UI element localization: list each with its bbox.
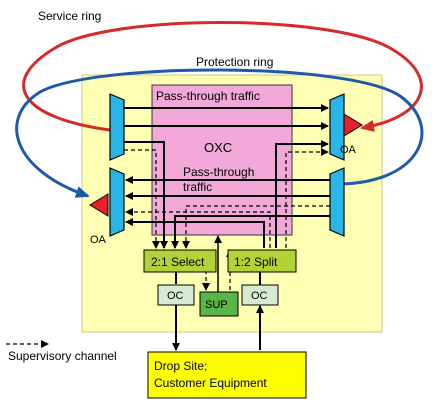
demux-top-left: [109, 93, 125, 161]
mux-top-right: [329, 93, 345, 161]
pass-through-mid-label-1: Pass-through: [183, 165, 254, 179]
pass-through-mid-label-2: traffic: [183, 180, 212, 194]
oc-left-label: OC: [167, 290, 184, 302]
sup-box: [199, 291, 239, 317]
drop-line-protection-dashed: [182, 205, 330, 249]
add-line-service-dashed: [285, 148, 329, 248]
drop-site-box: [147, 351, 307, 399]
sup-label: SUP: [205, 299, 228, 311]
add-line-protection-dashed: [125, 208, 271, 248]
oxc-box: [151, 84, 293, 236]
protection-ring: [15, 68, 424, 198]
amplifier-left: [89, 193, 109, 217]
service-ring: [22, 21, 423, 132]
drop-line-protection: [171, 215, 330, 249]
service-ring-label: Service ring: [38, 9, 101, 23]
pass-through-top-label: Pass-through traffic: [156, 89, 260, 103]
oc-right-label: OC: [251, 290, 268, 302]
drop-site-label-2: Customer Equipment: [154, 376, 267, 390]
split-label: 1:2 Split: [234, 255, 278, 269]
oxc-label: OXC: [204, 140, 232, 155]
supervisory-channel-label: Supervisory channel: [8, 349, 117, 363]
drop-site-label-1: Drop Site;: [154, 359, 207, 373]
select-box: [143, 249, 217, 273]
protection-ring-label: Protection ring: [196, 55, 273, 69]
amplifier-right: [343, 113, 363, 137]
add-line-protection: [125, 218, 265, 248]
demux-bottom-right: [329, 167, 345, 237]
select-label: 2:1 Select: [151, 255, 205, 269]
oa-left-label: OA: [90, 234, 107, 246]
split-box: [227, 249, 297, 273]
mux-bottom-left: [109, 167, 125, 237]
oa-right-label: OA: [340, 144, 357, 156]
add-line-service: [275, 140, 329, 248]
drop-line-service: [124, 141, 168, 249]
drop-line-service-dashed: [124, 149, 160, 249]
